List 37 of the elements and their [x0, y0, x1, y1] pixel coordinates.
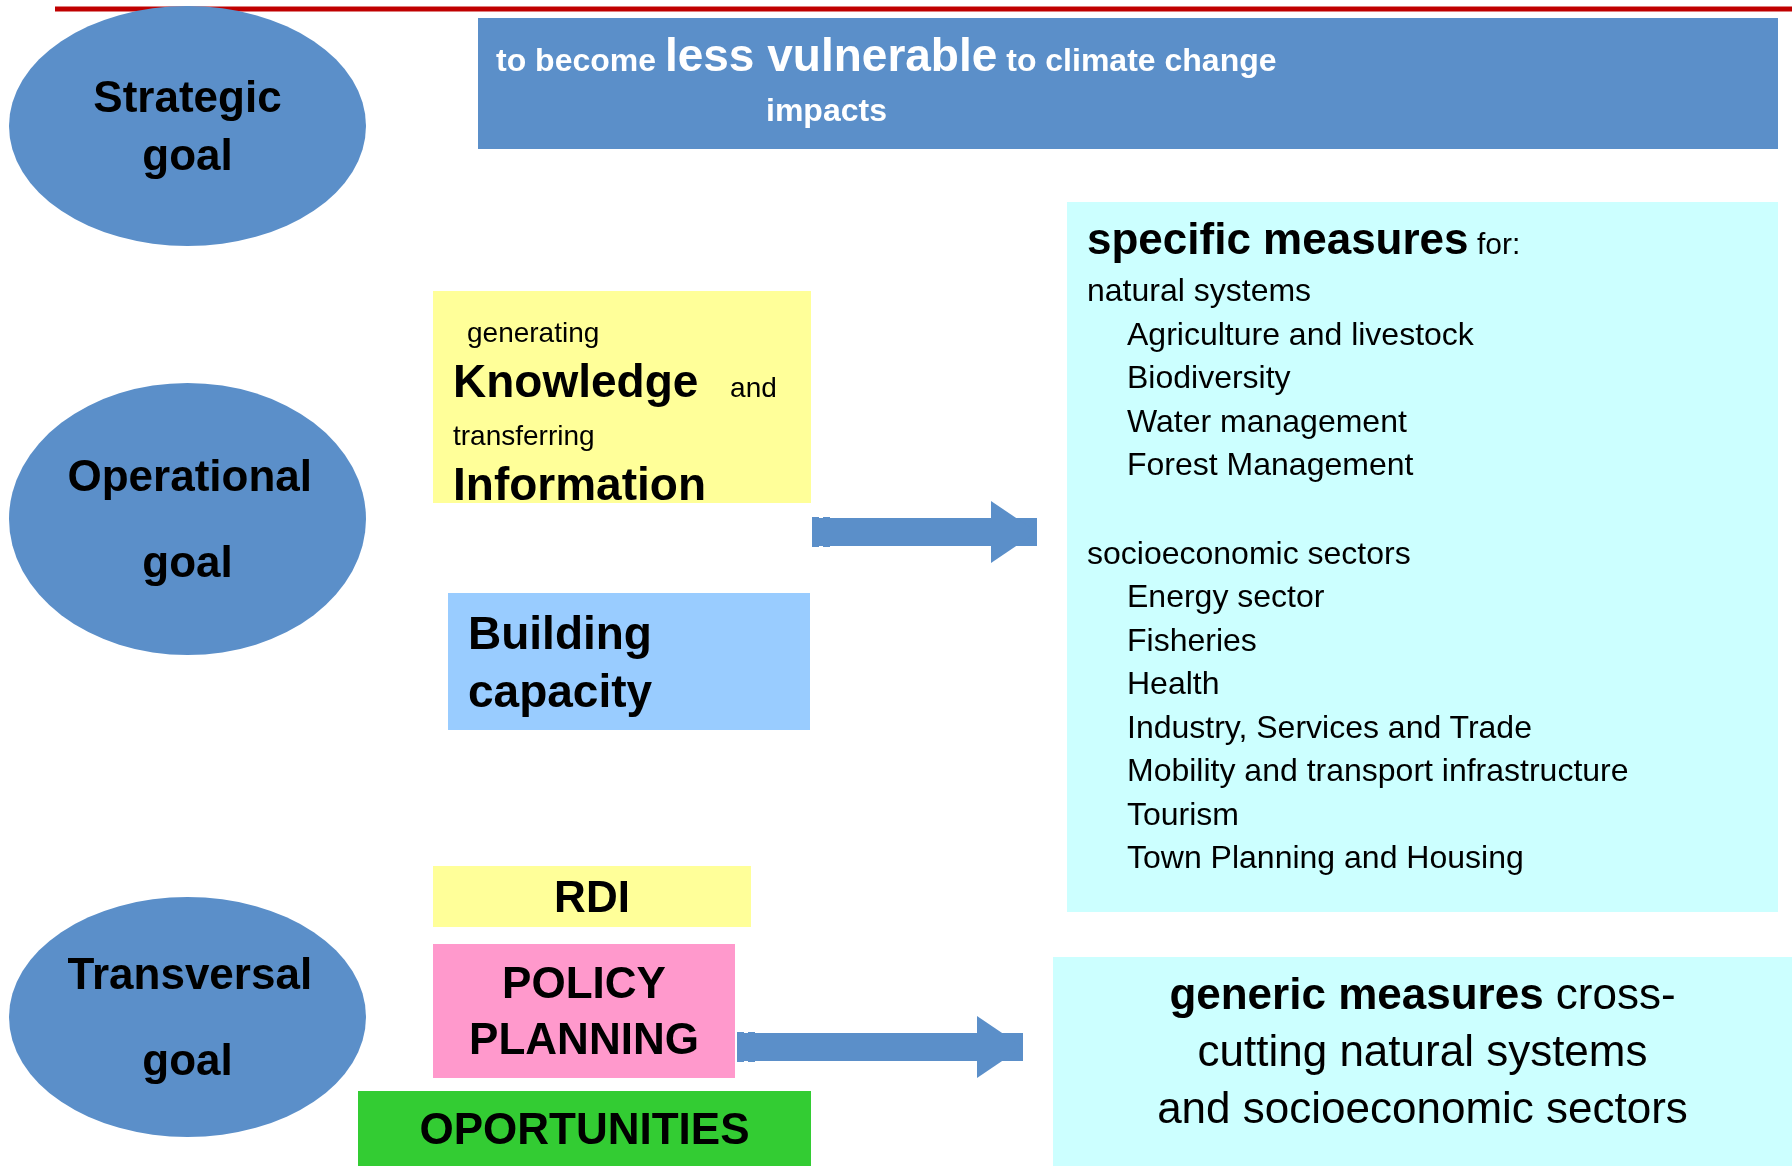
label-text: socioeconomic sectors [1087, 533, 1412, 573]
label-text: generic measures cross-cutting natural systems and socioeconomic sectors [1156, 968, 1689, 1134]
label-text: Biodiversity [1126, 358, 1292, 397]
label-text: POLICY PLANNING [468, 957, 700, 1065]
label-text: Mobility and transport infrastructure [1126, 751, 1630, 790]
label-text: RDI [553, 870, 631, 923]
label-text: Town Planning and Housing [1126, 838, 1525, 877]
block-arrow [737, 1016, 1023, 1078]
label-text: Energy sector [1126, 577, 1326, 616]
label-text: Forest Management [1126, 445, 1415, 484]
label-text: Building capacity [468, 605, 654, 719]
label-box [433, 866, 751, 927]
label-text: specific measures for: [1087, 214, 1522, 265]
label-text: Knowledge and [453, 354, 778, 409]
label-text: OPORTUNITIES [418, 1102, 751, 1155]
label-box [358, 1091, 811, 1166]
label-box [448, 593, 810, 730]
label-text: Information [453, 457, 707, 512]
block-arrow [812, 501, 1037, 563]
measures-panel [1067, 202, 1778, 912]
label-text: Agriculture and livestock [1126, 314, 1475, 354]
label-text: Tourism [1126, 794, 1240, 834]
note-box [433, 291, 811, 503]
goal-label: Strategic goal [92, 71, 283, 181]
label-text: to become less vulnerable to climate change impacts [496, 30, 1278, 130]
goal-label: Transversal goal [67, 948, 308, 1086]
label-text: generating [466, 316, 601, 350]
label-text: Health [1126, 664, 1221, 703]
goal-label: Operational goal [67, 450, 308, 588]
label-box [433, 944, 735, 1078]
goal-banner [478, 18, 1778, 149]
label-text: Fisheries [1126, 620, 1258, 660]
label-text: Water management [1126, 401, 1408, 441]
label-text: Industry, Services and Trade [1126, 707, 1533, 747]
measures-panel [1053, 957, 1792, 1166]
label-text: natural systems [1087, 271, 1313, 310]
label-text: transferring [453, 419, 596, 453]
